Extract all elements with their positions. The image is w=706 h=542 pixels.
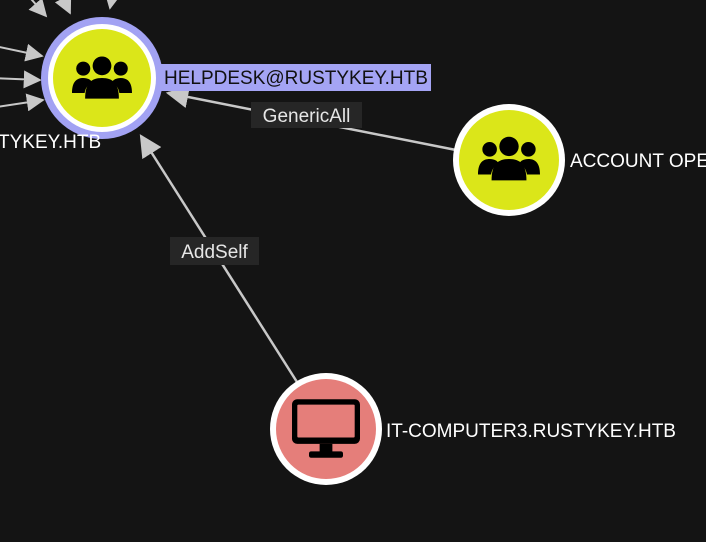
edge-label-addself[interactable]: AddSelf — [170, 237, 259, 265]
edge-label-addself-text: AddSelf — [181, 242, 248, 263]
edge-offscreen-1[interactable] — [25, 0, 48, 18]
selected-label-bg — [160, 64, 431, 91]
offscreen-edges — [0, 0, 122, 112]
node-label-it-computer3[interactable]: IT-COMPUTER3.RUSTYKEY.HTB — [386, 421, 676, 442]
node-label-helpdesk[interactable]: HELPDESK@RUSTYKEY.HTB — [160, 64, 431, 91]
edge-offscreen-5[interactable] — [0, 70, 42, 89]
edge-label-genericall[interactable]: GenericAll — [251, 102, 362, 128]
edge-offscreen-2[interactable] — [54, 0, 72, 15]
node-label-helpdesk-text: HELPDESK@RUSTYKEY.HTB — [164, 68, 428, 89]
node-label-account-ops[interactable]: ACCOUNT OPE — [570, 151, 706, 172]
node-account-ops[interactable] — [453, 104, 565, 216]
edge-label-genericall-text: GenericAll — [263, 106, 351, 127]
node-label-offscreen-left[interactable]: TYKEY.HTB — [0, 132, 101, 153]
edge-offscreen-3[interactable] — [104, 0, 122, 10]
node-it-computer3[interactable] — [270, 373, 382, 485]
edge-offscreen-6[interactable] — [0, 93, 45, 112]
node-helpdesk[interactable] — [41, 17, 163, 139]
edge-offscreen-4[interactable] — [0, 43, 44, 62]
